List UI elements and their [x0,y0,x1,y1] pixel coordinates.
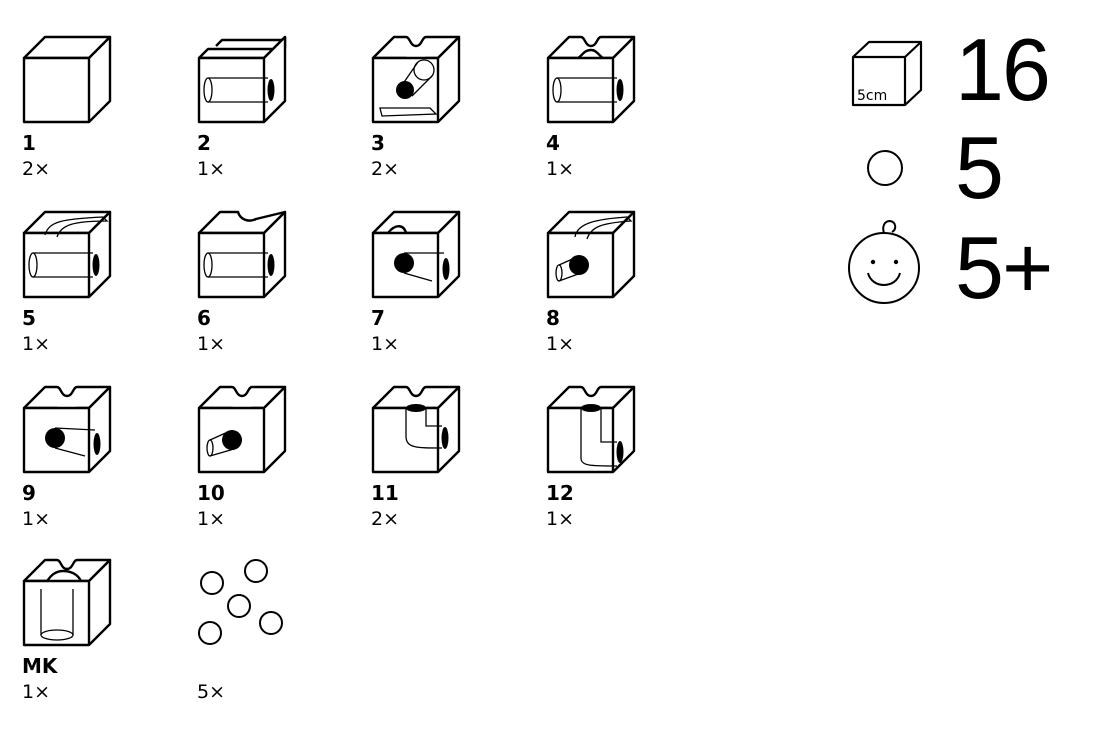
part-count: 1× [197,508,226,530]
part-number: 4 [546,131,560,155]
part-count: 2× [371,508,400,530]
part-item: 5× [197,558,317,728]
curve-groove-tube-cube-icon [22,210,112,299]
cross-groove-tube-cube-icon [546,35,636,124]
cube-size-icon: 5cm [851,40,923,107]
part-number: 10 [197,481,225,505]
part-count: 1× [546,333,575,355]
part-count: 1× [22,333,51,355]
diagonal-tube-cube-icon [371,35,461,124]
part-number: 1 [22,131,36,155]
plain-cube-icon [22,35,112,124]
part-count: 1× [546,508,575,530]
groove-front-hole-left-cube-icon [197,385,287,474]
part-count: 2× [22,158,51,180]
part-number: MK [22,654,58,678]
age-label: 5+ [955,218,1053,317]
marble-icon [867,150,903,186]
part-number: 9 [22,481,36,505]
part-count: 1× [197,158,226,180]
drop-tube-right-cube-icon [371,385,461,474]
part-number: 8 [546,306,560,330]
marble-count: 5 [955,118,1004,217]
groove-front-hole-right-cube-icon [22,385,112,474]
part-count: 1× [22,681,51,703]
double-groove-tube-cube-icon [197,35,287,124]
part-count: 5× [197,681,226,703]
part-number: 11 [371,481,399,505]
part-number: 7 [371,306,385,330]
notch-tube-cube-icon [197,210,287,299]
part-count: 1× [197,333,226,355]
part-number: 12 [546,481,574,505]
part-count: 1× [22,508,51,530]
part-number: 2 [197,131,211,155]
drop-tube-long-cube-icon [546,385,636,474]
part-item: MK 1× [22,558,142,728]
part-number: 3 [371,131,385,155]
notch-front-hole-right-cube-icon [371,210,461,299]
part-count: 1× [371,333,400,355]
part-count: 2× [371,158,400,180]
marbles-icon [198,559,283,645]
part-number: 5 [22,306,36,330]
vertical-cylinder-cube-icon [22,558,112,647]
curve-front-hole-left-cube-icon [546,210,636,299]
cube-size-label: 5cm [857,88,887,104]
cube-count: 16 [955,20,1051,119]
child-face-icon [848,219,920,304]
part-count: 1× [546,158,575,180]
part-number: 6 [197,306,211,330]
